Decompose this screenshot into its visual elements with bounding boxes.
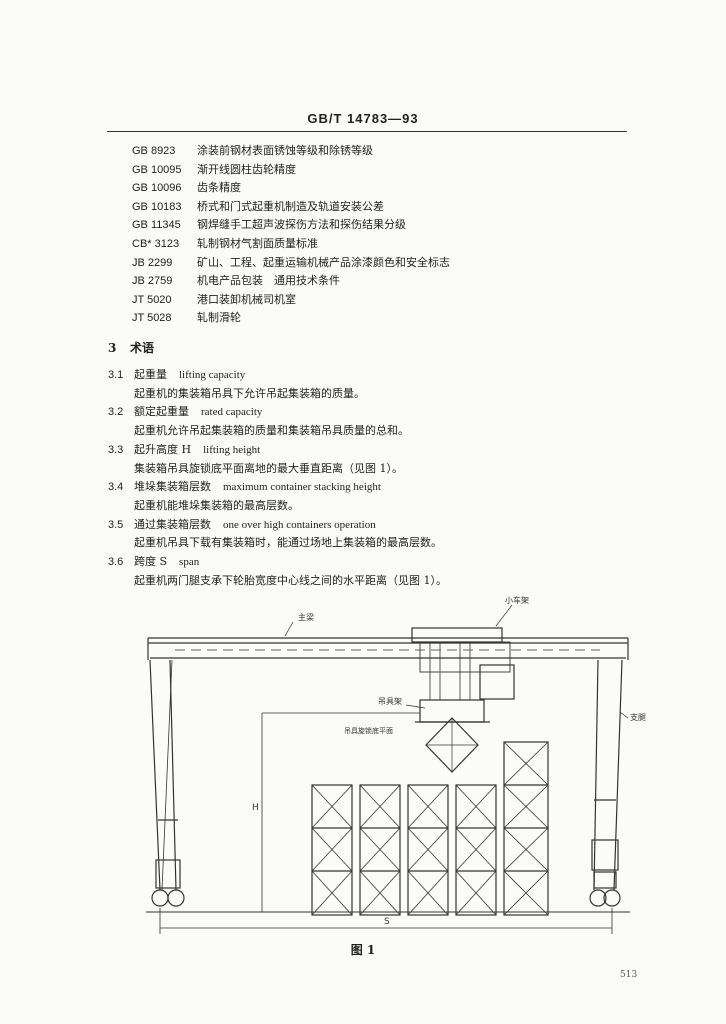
reference-code: JB 2759	[132, 275, 173, 288]
term-english: lifting capacity	[179, 369, 246, 381]
term-definition: 起重机允许吊起集装箱的质量和集装箱吊具质量的总和。	[134, 424, 409, 438]
terms-list: 3.1 起重量 lifting capacity 起重机的集装箱吊具下允许吊起集装箱…	[108, 366, 447, 590]
stacked-containers	[311, 741, 549, 916]
leg-leader	[619, 711, 629, 719]
span-symbol: S	[384, 917, 390, 927]
hanging-container	[425, 717, 479, 773]
reference-title: 轧制钢材气割面质量标准	[197, 236, 318, 250]
term-heading: 3.4 堆垛集装箱层数 maximum container stacking hei…	[108, 478, 447, 497]
term-definition: 起重机吊具下载有集装箱时，能通过场地上集装箱的最高层数。	[134, 536, 442, 550]
right-leg	[589, 659, 623, 907]
term-english: lifting height	[203, 443, 261, 456]
section-title: 术语	[130, 341, 155, 355]
reference-item: GB 11345 钢焊缝手工超声波探伤方法和探伤结果分级	[132, 216, 450, 235]
page-number: 513	[620, 970, 638, 980]
gantry-crane-figure: 主梁 小车架 吊具架 吊具旋锁底平面 支腿 H S	[146, 595, 646, 934]
term-heading: 3.6 跨度 S span	[108, 553, 447, 572]
term-entry: 3.1 起重量 lifting capacity 起重机的集装箱吊具下允许吊起集装箱…	[108, 366, 447, 403]
term-heading: 3.3 起升高度 H lifting height	[108, 441, 447, 460]
term-heading: 3.5 通过集装箱层数 one over high containers opera…	[108, 516, 447, 535]
reference-code: JT 5020	[132, 293, 172, 306]
girder-label: 主梁	[298, 612, 314, 622]
term-number: 3.4	[108, 481, 124, 494]
reference-code: GB 8923	[132, 145, 176, 157]
left-leg	[149, 659, 185, 907]
reference-item: JB 2299 矿山、工程、起重运输机械产品涂漆颜色和安全标志	[132, 254, 450, 273]
reference-title: 桥式和门式起重机制造及轨道安装公差	[197, 199, 384, 213]
reference-title: 渐开线圆柱齿轮精度	[197, 162, 296, 176]
main-girder	[147, 637, 629, 660]
spreader-label: 吊具架	[378, 697, 402, 706]
term-english: maximum container stacking height	[223, 481, 381, 494]
term-heading: 3.2 额定起重量 rated capacity	[108, 403, 447, 422]
term-heading: 3.1 起重量 lifting capacity	[108, 366, 447, 385]
term-chinese: 额定起重量	[134, 405, 189, 419]
reference-title: 轧制滑轮	[197, 311, 241, 325]
term-number: 3.5	[108, 518, 124, 531]
reference-code: JB 2299	[132, 256, 173, 269]
reference-item: GB 10183 桥式和门式起重机制造及轨道安装公差	[132, 198, 450, 217]
page-header: GB/T 14783—93	[307, 111, 419, 126]
reference-code: GB 10183	[132, 200, 182, 213]
reference-item: JT 5020 港口装卸机械司机室	[132, 291, 450, 310]
reference-title: 涂装前钢材表面锈蚀等级和除锈等级	[197, 144, 373, 157]
reference-title: 机电产品包装 通用技术条件	[197, 274, 340, 288]
reference-title: 港口装卸机械司机室	[197, 292, 296, 306]
trolley-leader	[495, 604, 513, 627]
term-entry: 3.5 通过集装箱层数 one over high containers opera…	[108, 516, 447, 553]
term-number: 3.3	[108, 443, 124, 456]
trolley	[411, 627, 515, 700]
girder-leader	[284, 621, 294, 637]
term-english: one over high containers operation	[223, 518, 376, 531]
reference-title: 齿条精度	[197, 181, 241, 195]
term-definition: 起重机的集装箱吊具下允许吊起集装箱的质量。	[134, 386, 365, 400]
reference-item: GB 10096 齿条精度	[132, 179, 450, 198]
term-definition: 集装箱吊具旋锁底平面离地的最大垂直距离（见图 1）。	[134, 461, 403, 475]
height-symbol: H	[252, 803, 259, 813]
term-entry: 3.3 起升高度 H lifting height 集装箱吊具旋锁底平面离地的最大垂…	[108, 441, 447, 478]
reference-title: 矿山、工程、起重运输机械产品涂漆颜色和安全标志	[197, 255, 450, 269]
term-definition: 起重机两门腿支承下轮胎宽度中心线之间的水平距离（见图 1）。	[134, 573, 447, 587]
term-definition: 起重机能堆垛集装箱的最高层数。	[134, 498, 299, 512]
term-chinese: 通过集装箱层数	[134, 517, 211, 531]
term-chinese: 跨度 S	[134, 555, 168, 569]
reference-item: JB 2759 机电产品包装 通用技术条件	[132, 272, 450, 291]
reference-list: GB 8923 涂装前钢材表面锈蚀等级和除锈等级 GB 10095 渐开线圆柱齿轮精…	[132, 142, 450, 328]
reference-item: GB 8923 涂装前钢材表面锈蚀等级和除锈等级	[132, 142, 450, 161]
term-number: 3.1	[108, 369, 124, 381]
term-number: 3.2	[108, 406, 124, 419]
reference-code: GB 10096	[132, 182, 182, 195]
reference-code: CB* 3123	[132, 237, 180, 250]
section-heading: 3 术语	[108, 339, 154, 356]
term-entry: 3.4 堆垛集装箱层数 maximum container stacking hei…	[108, 478, 447, 515]
trolley-label: 小车架	[505, 595, 529, 605]
reference-item: CB* 3123 轧制钢材气割面质量标准	[132, 235, 450, 254]
term-chinese: 起重量	[134, 368, 167, 381]
leg-label: 支腿	[630, 712, 646, 722]
header-rule	[107, 131, 627, 132]
spreader-leader	[405, 704, 426, 709]
reference-item: GB 10095 渐开线圆柱齿轮精度	[132, 161, 450, 180]
term-entry: 3.6 跨度 S span 起重机两门腿支承下轮胎宽度中心线之间的水平距离（见图 1…	[108, 553, 447, 590]
term-english: rated capacity	[201, 406, 263, 419]
reference-code: GB 11345	[132, 219, 181, 232]
term-number: 3.6	[108, 556, 124, 569]
figure-caption: 图 1	[350, 943, 376, 957]
reference-item: JT 5028 轧制滑轮	[132, 309, 450, 328]
section-number: 3	[108, 341, 117, 355]
reference-title: 钢焊缝手工超声波探伤方法和探伤结果分级	[197, 218, 406, 232]
term-chinese: 堆垛集装箱层数	[134, 480, 211, 494]
term-english: span	[179, 556, 200, 569]
reference-code: JT 5028	[132, 312, 172, 325]
term-entry: 3.2 额定起重量 rated capacity 起重机允许吊起集装箱的质量和集装箱…	[108, 403, 447, 440]
term-chinese: 起升高度 H	[134, 442, 192, 456]
reference-code: GB 10095	[132, 163, 182, 176]
spreader-plane-label: 吊具旋锁底平面	[344, 726, 393, 735]
